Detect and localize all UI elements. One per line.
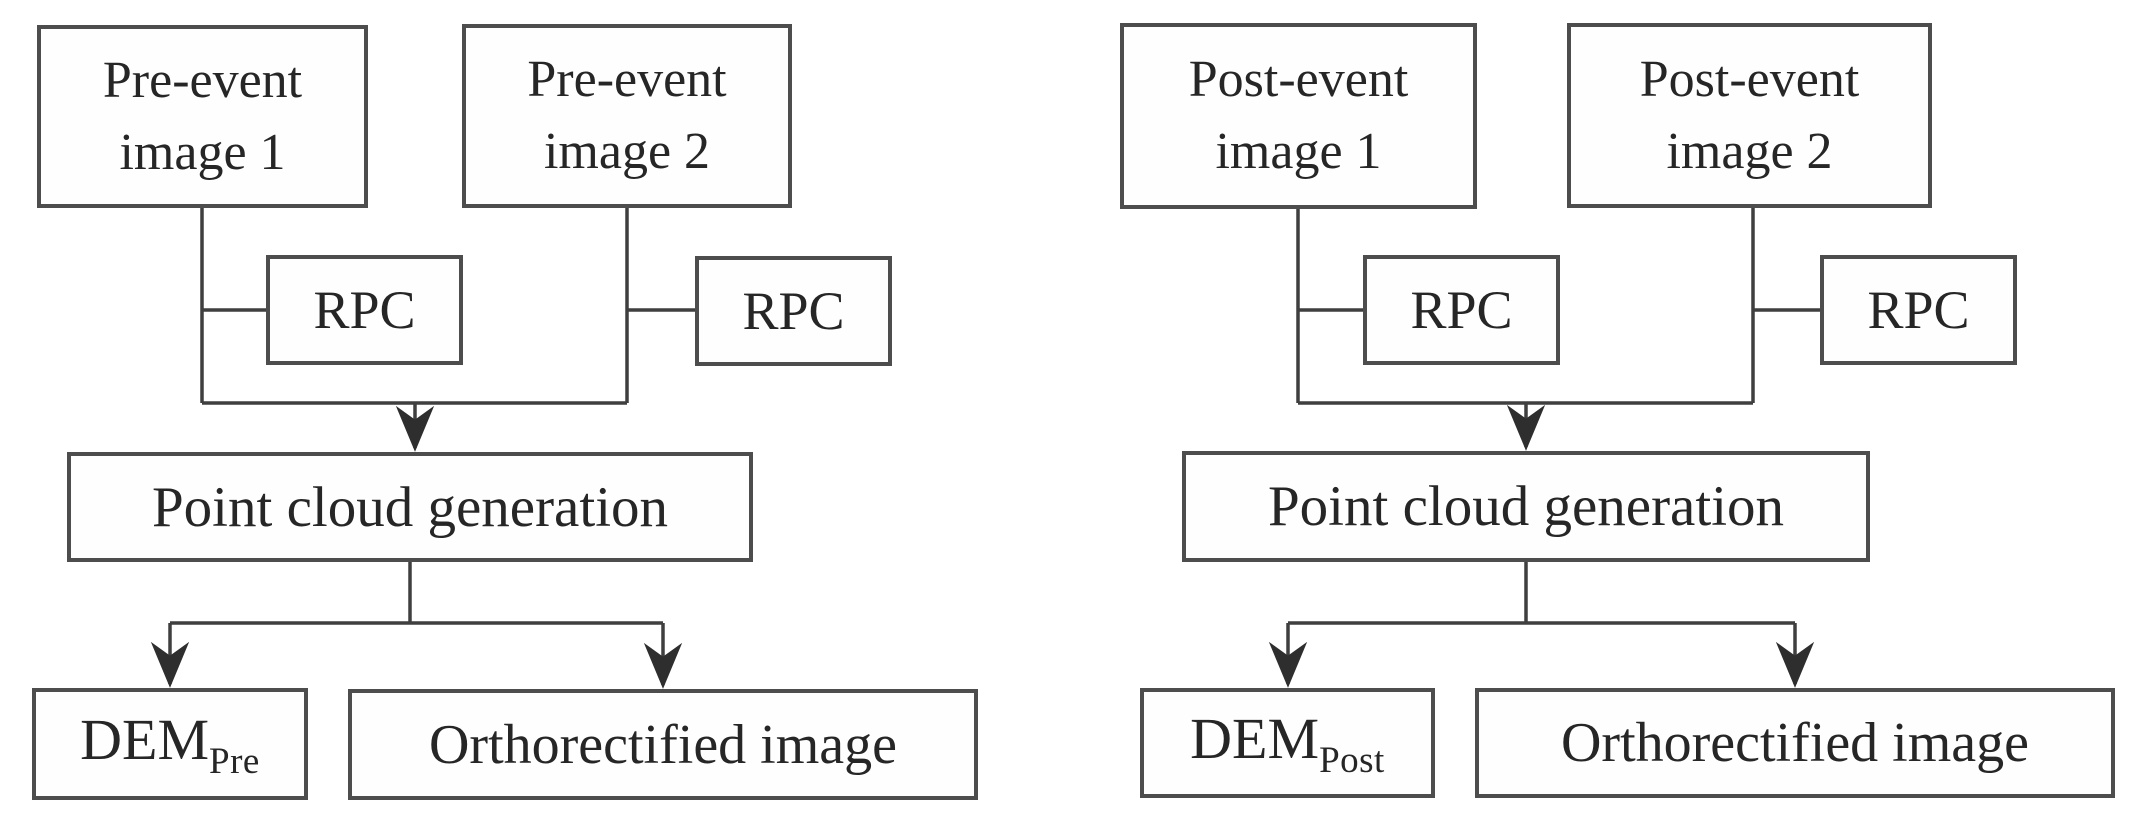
left-rpc-1-label: RPC bbox=[313, 280, 416, 340]
right-point-cloud-generation-box: Point cloud generation bbox=[1182, 451, 1870, 562]
right-orthorectified-image-box: Orthorectified image bbox=[1475, 688, 2115, 798]
pre-event-image-2-label: Pre-event image 2 bbox=[527, 51, 727, 180]
right-orthorectified-image-label: Orthorectified image bbox=[1560, 712, 2029, 774]
dem-post-label: DEMPost bbox=[1190, 705, 1385, 781]
left-point-cloud-generation-label: Point cloud generation bbox=[151, 475, 669, 539]
post-event-image-2-label: Post-event image 2 bbox=[1639, 50, 1860, 180]
dem-pre-box: DEMPre bbox=[32, 688, 308, 800]
right-rpc-2-label: RPC bbox=[1867, 280, 1970, 340]
left-flow-connectors bbox=[150, 208, 695, 689]
pre-event-image-2-box: Pre-event image 2 bbox=[462, 24, 792, 208]
right-point-cloud-generation-label: Point cloud generation bbox=[1267, 475, 1785, 538]
left-orthorectified-image-label: Orthorectified image bbox=[428, 713, 897, 776]
left-rpc-2-box: RPC bbox=[695, 256, 892, 366]
dem-pre-label: DEMPre bbox=[80, 706, 260, 782]
dem-post-box: DEMPost bbox=[1140, 688, 1435, 798]
left-rpc-1-box: RPC bbox=[266, 255, 463, 365]
right-rpc-2-box: RPC bbox=[1820, 255, 2017, 365]
post-event-image-1-label: Post-event image 1 bbox=[1188, 51, 1409, 180]
right-rpc-1-box: RPC bbox=[1363, 255, 1560, 365]
pre-event-image-1-box: Pre-event image 1 bbox=[37, 25, 368, 208]
left-orthorectified-image-box: Orthorectified image bbox=[348, 689, 978, 800]
right-rpc-1-label: RPC bbox=[1410, 280, 1513, 340]
post-event-image-2-box: Post-event image 2 bbox=[1567, 23, 1932, 208]
pre-event-image-1-label: Pre-event image 1 bbox=[102, 51, 303, 181]
post-event-image-1-box: Post-event image 1 bbox=[1120, 23, 1477, 209]
left-rpc-2-label: RPC bbox=[742, 281, 845, 341]
right-flow-connectors bbox=[1268, 208, 1820, 688]
left-point-cloud-generation-box: Point cloud generation bbox=[67, 452, 753, 562]
